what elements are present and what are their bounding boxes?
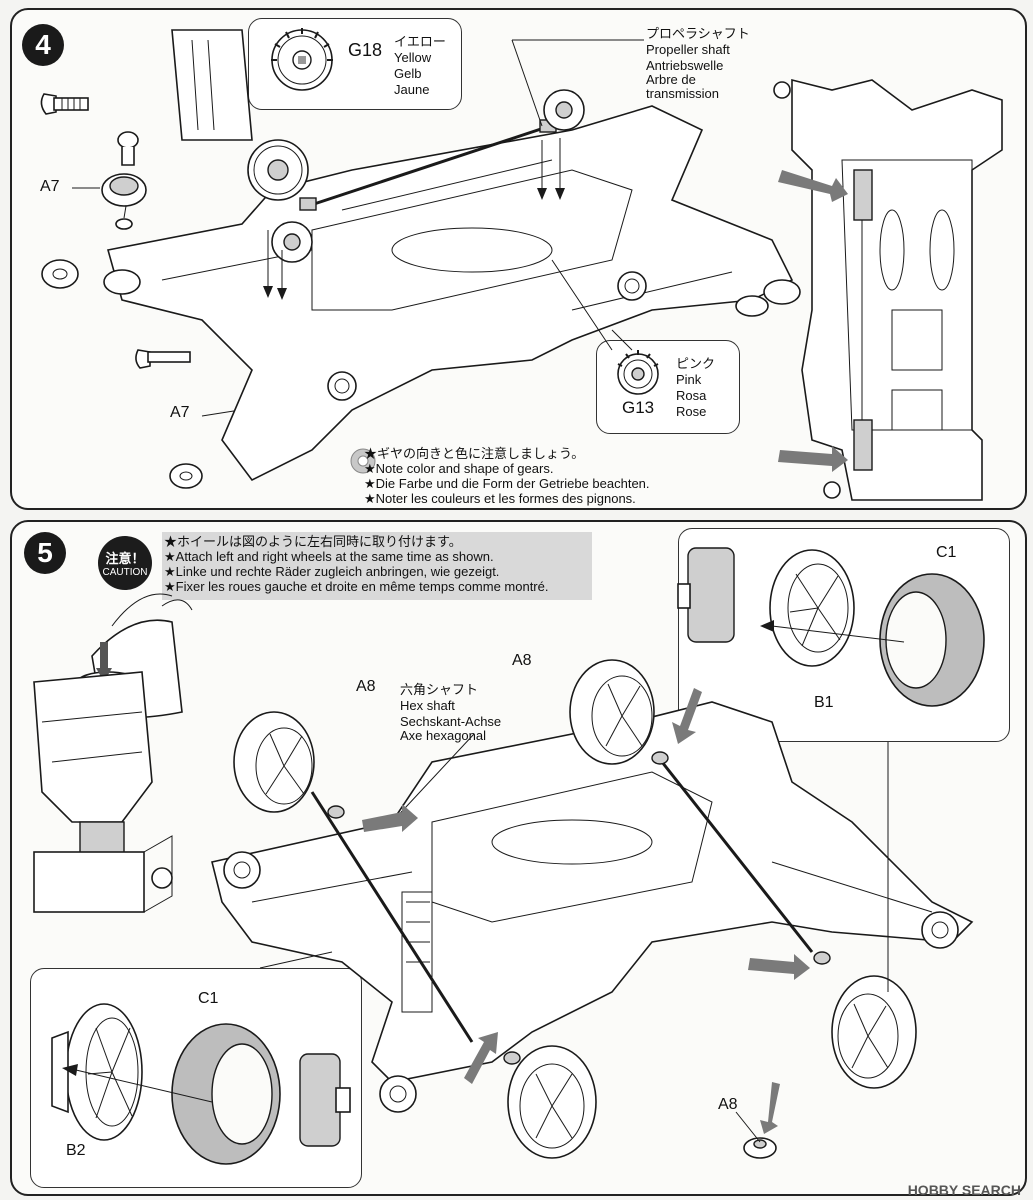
a8-bottom-label: A8 <box>718 1096 738 1113</box>
note-gear-icon <box>350 448 376 474</box>
step-5-panel: 5 注意！ CAUTION ★ホイールは図のように左右同時に取り付けます。 ★A… <box>10 520 1027 1196</box>
propeller-fr1: Arbre de <box>646 72 696 87</box>
hex-fr: Axe hexagonal <box>400 728 487 743</box>
g18-jp: イエロー <box>394 34 446 49</box>
b1-label: B1 <box>814 694 834 711</box>
caution-jp: 注意！ <box>105 551 145 566</box>
note-en: ★Note color and shape of gears. <box>364 461 554 476</box>
g13-code: G13 <box>622 398 655 417</box>
note-en: ★Attach left and right wheels at the sam… <box>164 549 494 564</box>
g18-en: Yellow <box>394 50 432 65</box>
g18-code: G18 <box>348 40 383 60</box>
step-number-badge: 5 <box>24 532 66 574</box>
step-4-panel: 4 G18 イエロー Yellow Gelb Jaune プロペラシャフト Pr… <box>10 8 1027 510</box>
g18-fr: Jaune <box>394 82 430 97</box>
g18-de: Gelb <box>394 66 422 81</box>
a8-left-label: A8 <box>356 678 376 695</box>
hex-en: Hex shaft <box>400 698 455 713</box>
g13-fr: Rose <box>676 404 707 419</box>
g13-jp: ピンク <box>676 356 716 371</box>
watermark: HOBBY SEARCH <box>907 1182 1021 1198</box>
wheel-assembly-illustration <box>33 547 985 1165</box>
screw-icon <box>40 93 89 115</box>
g13-de: Rosa <box>676 388 707 403</box>
hex-de: Sechskant-Achse <box>400 714 502 729</box>
propeller-fr2: transmission <box>646 86 719 101</box>
propeller-de: Antriebswelle <box>646 58 724 73</box>
a7-top-label: A7 <box>40 178 60 195</box>
b2-label: B2 <box>66 1142 86 1159</box>
propeller-jp: プロペラシャフト <box>646 26 750 41</box>
notes-background <box>162 532 592 600</box>
note-de: ★Linke und rechte Räder zugleich anbring… <box>164 564 500 579</box>
chassis-gear-assembly-illustration <box>40 29 1003 501</box>
c1-bottom-label: C1 <box>198 990 219 1007</box>
caution-en: CAUTION <box>102 567 148 578</box>
c1-top-label: C1 <box>936 544 957 561</box>
note-fr: ★Fixer les roues gauche et droite en mêm… <box>164 579 549 594</box>
a8-top-label: A8 <box>512 652 532 669</box>
step-number-badge: 4 <box>22 24 64 66</box>
step4-notes: ★ギヤの向きと色に注意しましょう。 ★Note color and shape … <box>364 446 650 506</box>
note-fr: ★Noter les couleurs et les formes des pi… <box>364 491 636 506</box>
note-de: ★Die Farbe und die Form der Getriebe bea… <box>364 476 650 491</box>
note-jp: ★ギヤの向きと色に注意しましょう。 <box>364 446 585 461</box>
step5-notes: ★ホイールは図のように左右同時に取り付けます。 ★Attach left and… <box>164 534 548 594</box>
note-jp: ★ホイールは図のように左右同時に取り付けます。 <box>164 534 462 549</box>
caution-badge: 注意！ CAUTION <box>98 536 152 590</box>
a7-bottom-label: A7 <box>170 404 190 421</box>
g13-callout <box>596 340 740 434</box>
yellow-gear-icon <box>271 28 333 91</box>
pink-gear-icon <box>617 350 659 395</box>
propeller-en: Propeller shaft <box>646 42 730 57</box>
g13-en: Pink <box>676 372 702 387</box>
hex-jp: 六角シャフト <box>400 682 479 697</box>
